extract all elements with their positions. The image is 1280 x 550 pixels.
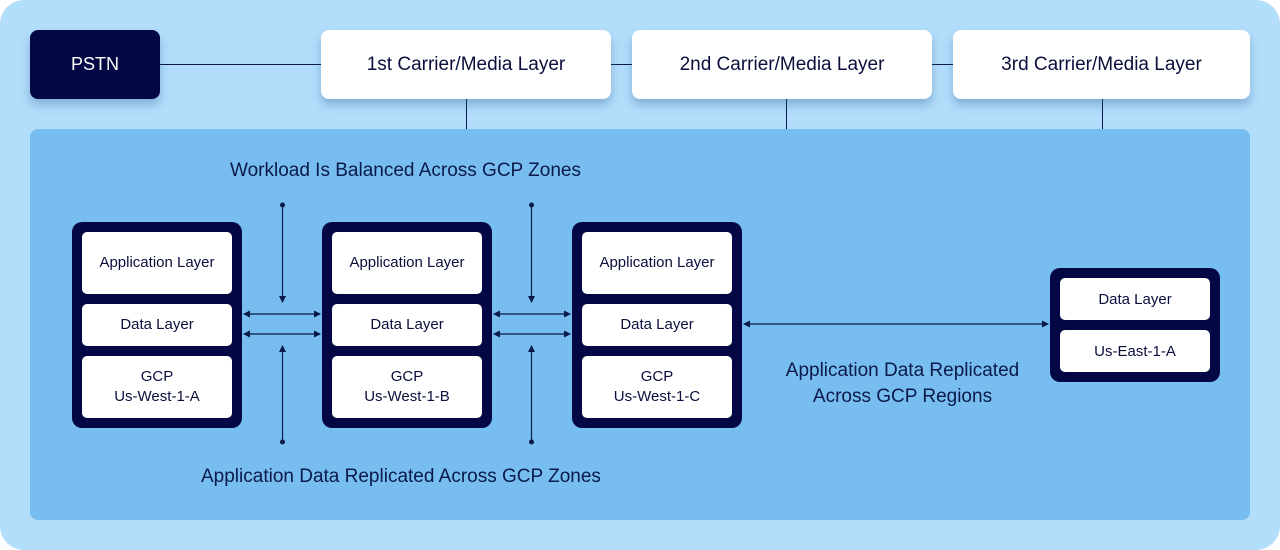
gcp-zone-cell: GCP Us-West-1-B bbox=[332, 356, 482, 418]
pstn-label: PSTN bbox=[70, 54, 119, 74]
gcp-label: GCP bbox=[640, 368, 674, 385]
connector-pstn-carrier1 bbox=[160, 64, 321, 65]
connector-carrier1-down bbox=[466, 99, 467, 129]
gcp-label: GCP bbox=[140, 368, 174, 385]
region-zone-cell: Us-East-1-A bbox=[1060, 330, 1210, 372]
zone-name: Us-West-1-C bbox=[613, 388, 701, 405]
carrier-layer-3-label: 3rd Carrier/Media Layer bbox=[1001, 53, 1202, 75]
zone-us-west-1-a[interactable]: Application Layer Data Layer GCP Us-West-… bbox=[72, 222, 242, 428]
zone-us-west-1-c[interactable]: Application Layer Data Layer GCP Us-West-… bbox=[572, 222, 742, 428]
gcp-zone-cell: GCP Us-West-1-A bbox=[82, 356, 232, 418]
workload-balanced-label: Workload Is Balanced Across GCP Zones bbox=[230, 160, 581, 181]
pstn-node[interactable]: PSTN bbox=[30, 30, 160, 99]
data-layer-cell: Data Layer bbox=[332, 304, 482, 346]
application-layer-cell: Application Layer bbox=[82, 232, 232, 294]
gcp-zone-cell: GCP Us-West-1-C bbox=[582, 356, 732, 418]
connector-carrier2-down bbox=[786, 99, 787, 129]
region-replication-label: Application Data Replicated Across GCP R… bbox=[785, 360, 1020, 407]
data-layer-cell: Data Layer bbox=[82, 304, 232, 346]
connector-carrier3-down bbox=[1102, 99, 1103, 129]
zone-us-west-1-b[interactable]: Application Layer Data Layer GCP Us-West-… bbox=[322, 222, 492, 428]
zone-name: Us-West-1-B bbox=[364, 388, 450, 405]
carrier-layer-1[interactable]: 1st Carrier/Media Layer bbox=[321, 30, 611, 99]
carrier-layer-2[interactable]: 2nd Carrier/Media Layer bbox=[632, 30, 932, 99]
application-layer-cell: Application Layer bbox=[332, 232, 482, 294]
zone-name: Us-West-1-A bbox=[114, 388, 200, 405]
connector-carrier1-carrier2 bbox=[611, 64, 632, 65]
data-layer-cell: Data Layer bbox=[582, 304, 732, 346]
region-us-east-1-a[interactable]: Data Layer Us-East-1-A bbox=[1050, 268, 1220, 382]
carrier-layer-3[interactable]: 3rd Carrier/Media Layer bbox=[953, 30, 1250, 99]
carrier-layer-1-label: 1st Carrier/Media Layer bbox=[366, 53, 566, 75]
data-layer-cell: Data Layer bbox=[1060, 278, 1210, 320]
gcp-label: GCP bbox=[390, 368, 424, 385]
connector-carrier2-carrier3 bbox=[932, 64, 953, 65]
carrier-layer-2-label: 2nd Carrier/Media Layer bbox=[679, 53, 885, 75]
application-layer-cell: Application Layer bbox=[582, 232, 732, 294]
zone-replication-label: Application Data Replicated Across GCP Z… bbox=[201, 466, 601, 487]
